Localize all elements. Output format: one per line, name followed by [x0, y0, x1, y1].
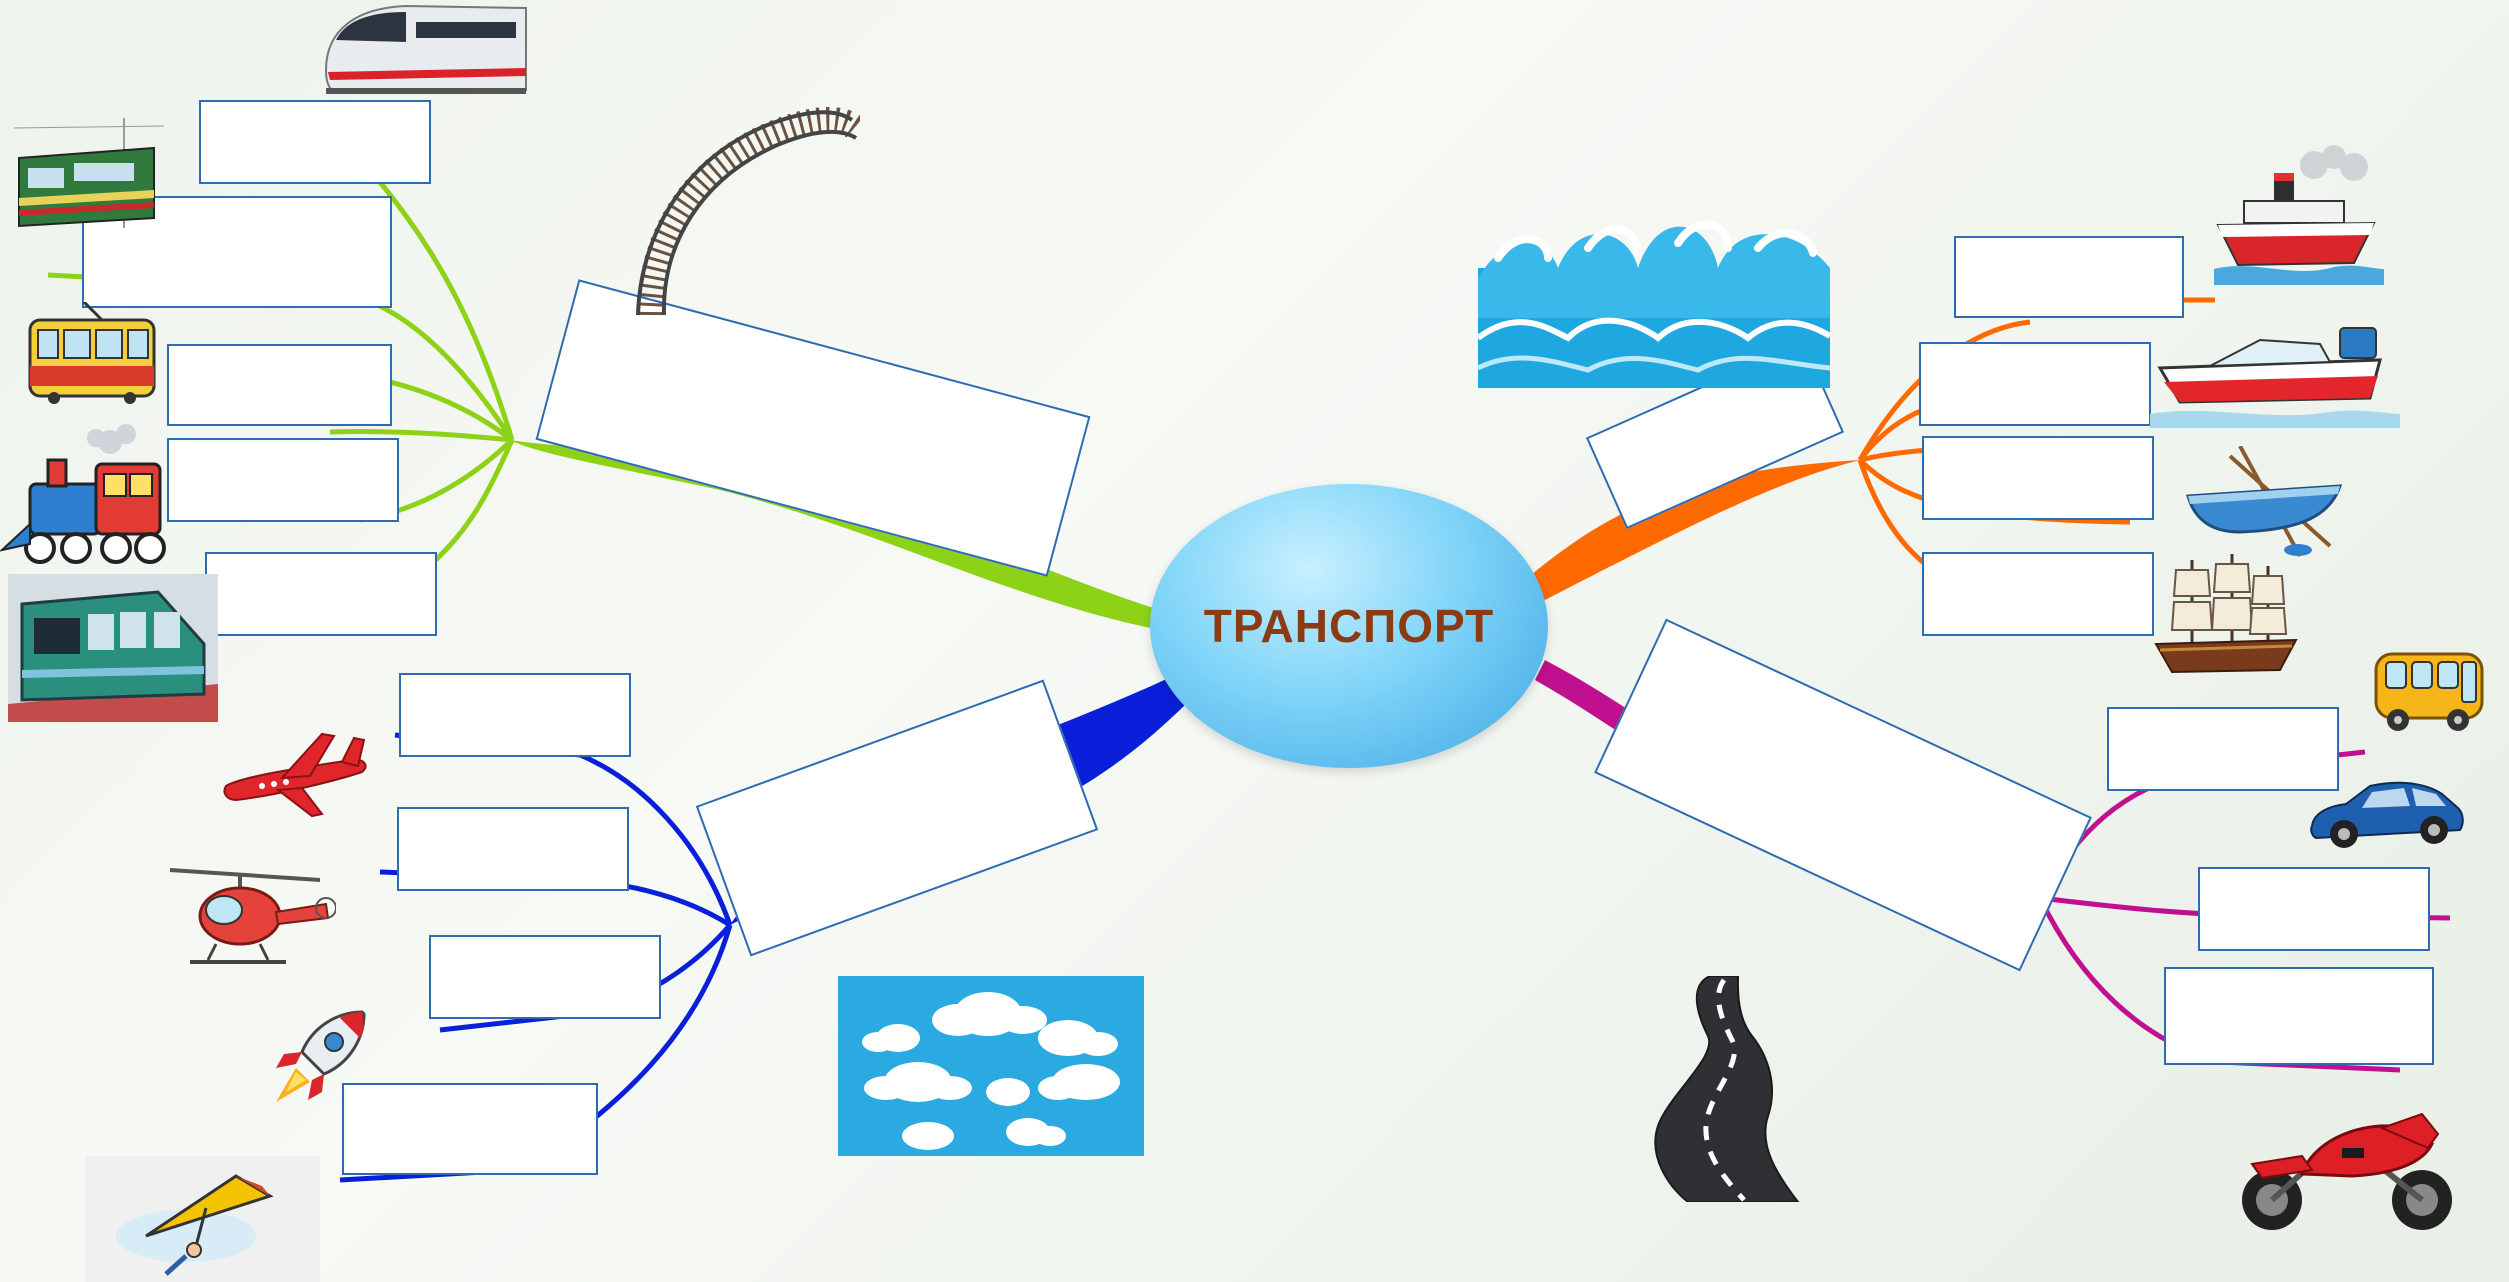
- water-item-box-1[interactable]: [1954, 236, 2184, 318]
- road-icon: [1654, 976, 1800, 1202]
- rocket-icon: [276, 1010, 366, 1102]
- electric-train-icon: [14, 118, 164, 228]
- metro-train-icon: [8, 574, 218, 722]
- motorcycle-icon: [2242, 1112, 2452, 1230]
- tram-icon: [28, 302, 156, 404]
- water-main-branch: [1525, 460, 1860, 600]
- rowboat-icon: [2186, 446, 2343, 557]
- air-item-box-3[interactable]: [429, 935, 661, 1019]
- sailing-ship-icon: [2154, 554, 2298, 674]
- waves-icon: [1478, 220, 1830, 388]
- railway-track-icon: [636, 106, 860, 316]
- clouds-icon: [838, 976, 1144, 1156]
- steamship-icon: [2214, 145, 2384, 285]
- rail-item-box-1[interactable]: [199, 100, 431, 184]
- hang-glider-icon: [86, 1156, 320, 1282]
- steam-locomotive-icon: [0, 424, 166, 564]
- bus-icon: [2374, 652, 2484, 731]
- water-item-box-3[interactable]: [1922, 436, 2154, 520]
- motorboat-icon: [2150, 327, 2400, 428]
- rail-main-branch: [510, 440, 1160, 630]
- road-main-branch: [1535, 660, 2040, 898]
- rail-item-box-3[interactable]: [167, 344, 392, 426]
- road-item-box-3[interactable]: [2164, 967, 2434, 1065]
- air-item-box-4[interactable]: [342, 1083, 598, 1175]
- water-item-box-4[interactable]: [1922, 552, 2154, 636]
- rail-item-box-4[interactable]: [167, 438, 399, 522]
- road-item-box-2[interactable]: [2198, 867, 2430, 951]
- helicopter-icon: [169, 868, 336, 964]
- rail-item-box-5[interactable]: [205, 552, 437, 636]
- air-item-box-1[interactable]: [399, 673, 631, 757]
- road-item-box-1[interactable]: [2107, 707, 2339, 791]
- airplane-icon: [223, 732, 367, 818]
- central-topic-label: ТРАНСПОРТ: [1203, 600, 1495, 652]
- air-item-box-2[interactable]: [397, 807, 629, 891]
- central-topic-node: ТРАНСПОРТ: [1150, 484, 1548, 768]
- high-speed-train-icon: [324, 4, 527, 94]
- car-icon: [2310, 781, 2464, 848]
- water-item-box-2[interactable]: [1919, 342, 2151, 426]
